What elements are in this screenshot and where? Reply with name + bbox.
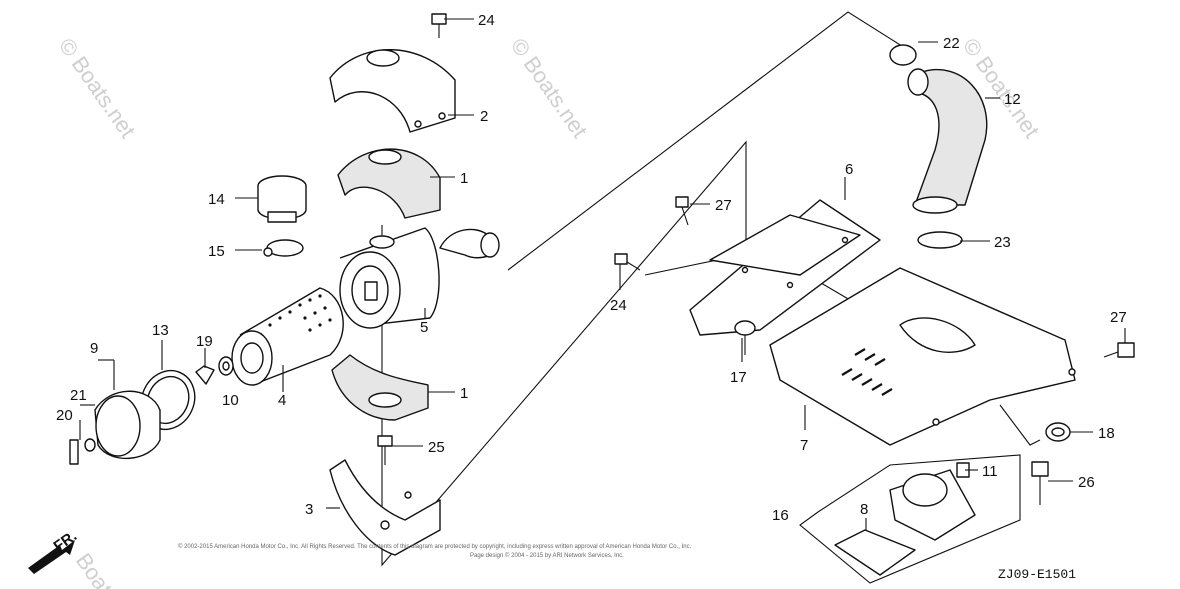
part-12-hose[interactable] bbox=[907, 68, 988, 214]
callout-5[interactable]: 5 bbox=[420, 319, 428, 336]
part-7-lower-plate[interactable] bbox=[769, 267, 1076, 446]
diagram-code: ZJ09-E1501 bbox=[998, 567, 1076, 582]
callout-2[interactable]: 2 bbox=[480, 108, 488, 125]
part-19-wing-nut[interactable] bbox=[195, 365, 215, 385]
callout-12[interactable]: 12 bbox=[1004, 91, 1021, 108]
watermark-left: © Boats.net bbox=[54, 34, 141, 143]
callout-19[interactable]: 19 bbox=[196, 333, 213, 350]
callout-24-plate[interactable]: 24 bbox=[610, 297, 627, 314]
part-26-bolt[interactable] bbox=[1031, 461, 1049, 505]
callout-1-upper[interactable]: 1 bbox=[460, 170, 468, 187]
part-20-nut[interactable] bbox=[69, 438, 96, 465]
part-25-bolt[interactable] bbox=[377, 435, 393, 465]
callout-27-upper[interactable]: 27 bbox=[715, 197, 732, 214]
front-arrow: FR. bbox=[28, 527, 80, 574]
callout-4[interactable]: 4 bbox=[278, 392, 286, 409]
part-24-bolt-plate[interactable] bbox=[614, 253, 641, 271]
part-22-clamp[interactable] bbox=[889, 44, 917, 66]
part-27-bolt-right[interactable] bbox=[1103, 342, 1135, 358]
callout-1-lower[interactable]: 1 bbox=[460, 385, 468, 402]
part-17-grommet[interactable] bbox=[734, 320, 756, 336]
callout-15[interactable]: 15 bbox=[208, 243, 225, 260]
part-15-clamp[interactable] bbox=[263, 239, 304, 257]
part-2-upper-bracket[interactable] bbox=[329, 13, 456, 133]
callout-24-top[interactable]: 24 bbox=[478, 12, 495, 29]
part-21-cover[interactable] bbox=[94, 390, 161, 459]
callout-7[interactable]: 7 bbox=[800, 437, 808, 454]
copyright-line-2: Page design © 2004 - 2015 by ARI Network… bbox=[470, 552, 624, 559]
part-10-washer[interactable] bbox=[218, 356, 234, 376]
arrow-icon bbox=[28, 540, 75, 574]
callout-9[interactable]: 9 bbox=[90, 340, 98, 357]
callout-25[interactable]: 25 bbox=[428, 439, 445, 456]
callout-13[interactable]: 13 bbox=[152, 322, 169, 339]
part-14-cap[interactable] bbox=[257, 175, 307, 223]
callout-8[interactable]: 8 bbox=[860, 501, 868, 518]
leader-lines bbox=[79, 18, 1126, 530]
part-3-lower-bracket[interactable] bbox=[329, 459, 441, 556]
callout-17[interactable]: 17 bbox=[730, 369, 747, 386]
callout-26[interactable]: 26 bbox=[1078, 474, 1095, 491]
copyright-line-1: © 2002-2015 American Honda Motor Co., In… bbox=[178, 543, 692, 550]
callout-14[interactable]: 14 bbox=[208, 191, 225, 208]
callout-10[interactable]: 10 bbox=[222, 392, 239, 409]
part-18-grommet[interactable] bbox=[1045, 422, 1071, 442]
part-27-bolt-upper[interactable] bbox=[675, 196, 689, 226]
part-23-clamp[interactable] bbox=[917, 231, 963, 249]
copyright-notice: © 2002-2015 American Honda Motor Co., In… bbox=[178, 543, 692, 559]
callout-23[interactable]: 23 bbox=[994, 234, 1011, 251]
watermark-center: © Boats.net bbox=[506, 34, 593, 143]
callout-numbers: 24 2 1 14 15 5 9 13 19 21 20 10 4 1 25 3… bbox=[56, 12, 1127, 524]
callout-11[interactable]: 11 bbox=[982, 463, 998, 480]
callout-27-right[interactable]: 27 bbox=[1110, 309, 1127, 326]
part-1-lower-shell[interactable] bbox=[331, 354, 429, 421]
callout-21[interactable]: 21 bbox=[70, 387, 87, 404]
part-6-upper-plate[interactable] bbox=[689, 199, 881, 336]
part-5-housing[interactable] bbox=[339, 227, 500, 329]
callout-16[interactable]: 16 bbox=[772, 507, 789, 524]
part-16-flange[interactable] bbox=[889, 469, 976, 541]
callout-20[interactable]: 20 bbox=[56, 407, 73, 424]
part-4-filter-element[interactable] bbox=[231, 287, 344, 386]
part-1-upper-shell[interactable] bbox=[337, 148, 441, 219]
part-8-gasket[interactable] bbox=[834, 529, 916, 576]
callout-18[interactable]: 18 bbox=[1098, 425, 1115, 442]
callout-6[interactable]: 6 bbox=[845, 161, 853, 178]
watermark-bottom: Boat bbox=[71, 549, 117, 589]
callout-3[interactable]: 3 bbox=[305, 501, 313, 518]
callout-22[interactable]: 22 bbox=[943, 35, 960, 52]
